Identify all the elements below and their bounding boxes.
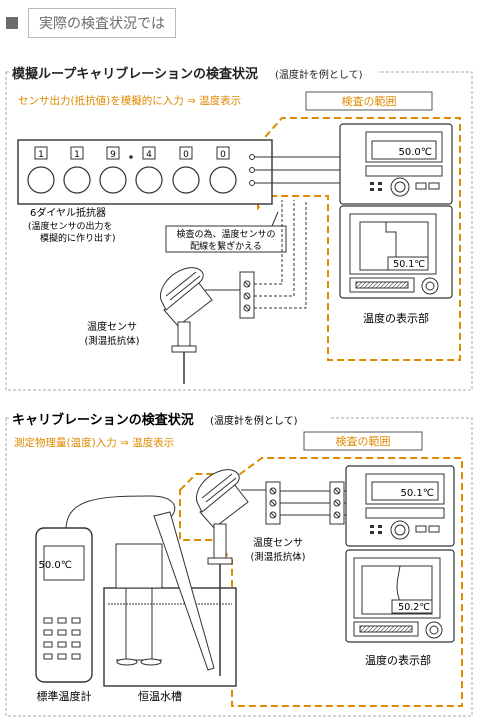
- resistor-label-2: (温度センサの出力を: [28, 220, 113, 232]
- resistor-label-1: 6ダイヤル抵抗器: [30, 206, 106, 219]
- standard-thermometer: 50.0℃: [35, 495, 176, 683]
- indicator-2-reading: 50.1℃: [401, 488, 435, 499]
- constant-temp-bath: [103, 543, 237, 687]
- dial-4-value: 4: [146, 150, 152, 160]
- sensor-terminal-block-2: [265, 481, 281, 525]
- dial-5: 0: [172, 146, 200, 194]
- rewire-note: 検査の為、温度センサの 配線を繋ぎかえる: [165, 211, 287, 253]
- section-1-scope-label: 検査の範囲: [342, 94, 397, 108]
- recorder-1: 50.1℃: [339, 205, 453, 299]
- recorder-2-reading: 50.2℃: [398, 602, 430, 613]
- dial-2: 1: [63, 146, 91, 194]
- header-square-icon: [6, 17, 18, 29]
- section-1-title-note: (温度計を例として): [275, 68, 363, 81]
- dial-3: 9: [99, 146, 127, 194]
- section-2-title-note: (温度計を例として): [210, 414, 298, 427]
- dial-4: 4: [135, 146, 163, 194]
- decimal-point: [129, 155, 133, 159]
- section-1-title: 模擬ループキャリブレーションの検査状況: [12, 66, 258, 82]
- temp-sensor-1: [160, 267, 240, 384]
- sensor-2-label-1: 温度センサ: [253, 536, 303, 549]
- page-header: 実際の検査状況では: [6, 8, 176, 38]
- bath-label: 恒温水槽: [138, 690, 182, 703]
- indicator-meter-1: 50.0℃: [339, 123, 453, 205]
- display-label-1: 温度の表示部: [363, 311, 429, 325]
- dial-6: 0: [209, 146, 237, 194]
- sensor-2-label-2: (測温抵抗体): [251, 551, 306, 563]
- dial-2-value: 1: [74, 150, 80, 160]
- disconnected-wires: [254, 200, 307, 309]
- recorder-1-reading: 50.1℃: [393, 259, 425, 270]
- temp-sensor-2: [196, 469, 268, 676]
- indicator-1-reading: 50.0℃: [399, 147, 433, 158]
- section-2-scope-box: [303, 431, 423, 451]
- resistor-terminals: [249, 154, 255, 186]
- dial-1-value: 1: [38, 150, 44, 160]
- standard-thermometer-reading: 50.0℃: [39, 560, 73, 571]
- page-title: 実際の検査状況では: [28, 8, 176, 38]
- sensor-1-label-1: 温度センサ: [87, 320, 137, 333]
- wires-resistor-to-block: [255, 156, 342, 184]
- rewire-note-line-2: 配線を繋ぎかえる: [190, 240, 262, 252]
- standard-probe: [153, 511, 215, 671]
- standard-thermometer-label: 標準温度計: [37, 689, 92, 703]
- sensor-1-label-2: (測温抵抗体): [85, 335, 140, 347]
- resistor-label-3: 模擬的に作り出す): [40, 232, 116, 244]
- sensor-terminal-block-1: [239, 271, 255, 319]
- section-2-scope-label: 検査の範囲: [336, 434, 391, 448]
- dial-3-value: 9: [110, 150, 116, 160]
- display-label-2: 温度の表示部: [365, 653, 431, 667]
- section-2: キャリブレーションの検査状況 (温度計を例として) 測定物理量(温度)入力 ⇒ …: [5, 410, 473, 717]
- section-1-scope-area: [257, 117, 461, 361]
- terminal-block-display-2: [329, 481, 360, 525]
- section-2-subtitle: 測定物理量(温度)入力 ⇒ 温度表示: [14, 436, 174, 449]
- dial-5-value: 0: [183, 150, 189, 160]
- wires-sensor-to-display: [280, 490, 330, 516]
- section-2-title: キャリブレーションの検査状況: [12, 412, 194, 428]
- section-1-scope-box: [305, 91, 433, 111]
- dial-1: 1: [27, 146, 55, 194]
- rewire-note-line-1: 検査の為、温度センサの: [176, 228, 275, 240]
- section-1: 模擬ループキャリブレーションの検査状況 (温度計を例として) センサ出力(抵抗値…: [5, 64, 473, 391]
- recorder-2: 50.2℃: [345, 549, 455, 643]
- dial-6-value: 0: [220, 150, 226, 160]
- section-1-subtitle: センサ出力(抵抗値)を模擬的に入力 ⇒ 温度表示: [18, 94, 241, 107]
- indicator-meter-2: 50.1℃: [345, 465, 455, 547]
- section-2-scope-area: [179, 457, 463, 707]
